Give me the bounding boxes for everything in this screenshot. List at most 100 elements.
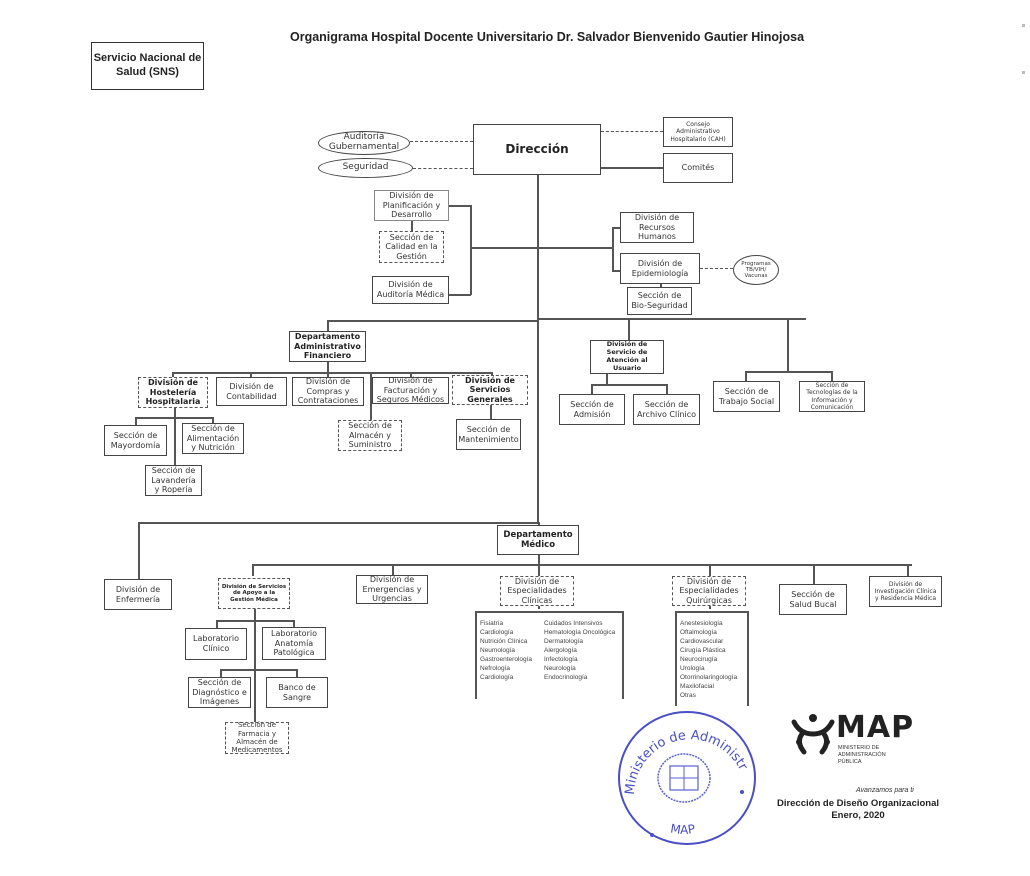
specialty-item: Neurología bbox=[544, 665, 576, 672]
connector bbox=[216, 620, 294, 622]
parent-entity-box: Servicio Nacional de Salud (SNS) bbox=[91, 42, 204, 90]
auditoria-medica-node: División de Auditoría Médica bbox=[372, 276, 449, 304]
connector bbox=[538, 522, 540, 526]
connector bbox=[490, 405, 492, 419]
connector bbox=[216, 620, 218, 628]
connector bbox=[745, 371, 747, 381]
direccion-node: Dirección bbox=[473, 124, 601, 175]
connector bbox=[250, 372, 252, 380]
apoyo-gestion-medica-node: División de Servicios de Apoyo a la Gest… bbox=[218, 578, 290, 609]
banco-sangre-node: Banco de Sangre bbox=[266, 677, 328, 708]
connector-dashed bbox=[413, 168, 473, 169]
connector bbox=[831, 371, 833, 381]
connector bbox=[220, 669, 222, 677]
specialty-item: Anestesiología bbox=[680, 620, 723, 627]
specialty-item: Nutrición Clínica bbox=[480, 638, 528, 645]
specialty-item: Endocrinología bbox=[544, 674, 588, 681]
stamp-bottom-text: MAP bbox=[669, 821, 696, 837]
connector bbox=[410, 372, 412, 377]
lab-patologia-node: Laboratorio Anatomía Patológica bbox=[262, 627, 326, 660]
specialty-item: Neurocirugía bbox=[680, 656, 718, 663]
dept-administrativo-node: Departamento Administrativo Financiero bbox=[289, 331, 366, 362]
footer-fecha: Enero, 2020 bbox=[831, 810, 885, 821]
comites-node: Comités bbox=[663, 153, 733, 183]
connector bbox=[172, 372, 174, 380]
connector bbox=[138, 522, 539, 524]
connector bbox=[907, 564, 909, 576]
connector bbox=[449, 294, 471, 296]
mayordomia-node: Sección de Mayordomía bbox=[104, 425, 167, 456]
specialty-item: Infectología bbox=[544, 656, 578, 663]
trabajo-social-node: Sección de Trabajo Social bbox=[713, 381, 780, 412]
planificacion-node: División de Planificación y Desarrollo bbox=[374, 190, 449, 221]
tic-node: Sección de Tecnologías de la Información… bbox=[799, 381, 865, 412]
connector bbox=[327, 362, 329, 372]
specialty-item: Otorrinolaringología bbox=[680, 674, 738, 681]
connector bbox=[174, 408, 176, 466]
slogan: Avanzamos para ti bbox=[856, 787, 914, 794]
connector bbox=[449, 205, 471, 207]
connector bbox=[475, 611, 623, 613]
lavanderia-node: Sección de Lavandería y Ropería bbox=[145, 465, 202, 496]
connector bbox=[475, 611, 477, 699]
almacen-node: Sección de Almacén y Suministro bbox=[338, 420, 402, 451]
connector bbox=[538, 555, 540, 564]
connector bbox=[252, 564, 912, 566]
connector bbox=[538, 564, 540, 576]
especialidades-quirurgicas-node: División de Especialidades Quirúrgicas bbox=[672, 576, 746, 606]
connector bbox=[293, 620, 295, 628]
connector bbox=[612, 270, 620, 272]
calidad-node: Sección de Calidad en la Gestión bbox=[379, 231, 444, 263]
enfermeria-node: División de Enfermería bbox=[104, 579, 172, 610]
connector bbox=[172, 372, 492, 374]
connector bbox=[675, 611, 677, 706]
connector bbox=[138, 522, 140, 582]
specialty-item: Oftalmología bbox=[680, 629, 717, 636]
connector bbox=[612, 227, 614, 271]
rrhh-node: División de Recursos Humanos bbox=[620, 212, 694, 243]
connector bbox=[392, 564, 394, 576]
especialidades-clinicas-node: División de Especialidades Clínicas bbox=[500, 576, 574, 606]
map-logo-subtitle: MINISTERIO DE ADMINISTRACIÓN PÚBLICA bbox=[838, 745, 886, 765]
connector bbox=[606, 374, 608, 384]
specialty-item: Cardiología bbox=[480, 629, 514, 636]
dept-medico-node: Departamento Médico bbox=[497, 525, 579, 555]
connector bbox=[252, 564, 254, 576]
farmacia-node: Sección de Farmacia y Almacén de Medicam… bbox=[225, 721, 289, 754]
connector bbox=[787, 318, 789, 371]
connector bbox=[327, 320, 329, 331]
specialty-item: Urología bbox=[680, 665, 705, 672]
contabilidad-node: División de Contabilidad bbox=[216, 377, 287, 406]
connector bbox=[538, 318, 806, 320]
specialty-item: Hematología Oncológica bbox=[544, 629, 616, 636]
auditoria-gubernamental-node: Auditoría Gubernamental bbox=[318, 131, 410, 155]
connector bbox=[709, 564, 711, 576]
connector bbox=[628, 318, 630, 340]
connector bbox=[747, 611, 749, 706]
connector bbox=[135, 417, 137, 425]
specialty-item: Cirugía Plástica bbox=[680, 647, 726, 654]
connector bbox=[666, 384, 668, 394]
investigacion-node: División de Investigación Clínica y Resi… bbox=[869, 576, 942, 607]
specialty-item: Neumología bbox=[480, 647, 516, 654]
connector bbox=[220, 669, 297, 671]
connector bbox=[622, 611, 624, 699]
specialty-item: Maxilofacial bbox=[680, 683, 714, 690]
connector bbox=[813, 564, 815, 586]
connector-dashed bbox=[410, 141, 473, 142]
connector bbox=[470, 205, 472, 295]
hosteleria-node: División de Hostelería Hospitalaria bbox=[138, 377, 208, 408]
mantenimiento-node: Sección de Mantenimiento bbox=[456, 419, 521, 450]
atencion-usuario-node: División de Servicio de Atención al Usua… bbox=[590, 340, 664, 374]
archivo-clinico-node: Sección de Archivo Clínico bbox=[633, 394, 700, 425]
salud-bucal-node: Sección de Salud Bucal bbox=[779, 584, 847, 615]
specialty-item: Cuidados Intensivos bbox=[544, 620, 603, 627]
specialty-item: Dermatología bbox=[544, 638, 584, 645]
map-stamp: Ministerio de Administración Pública MAP bbox=[612, 700, 756, 845]
facturacion-node: División de Facturación y Seguros Médico… bbox=[372, 376, 449, 404]
specialty-item: Nefrología bbox=[480, 665, 510, 672]
connector bbox=[591, 384, 667, 386]
